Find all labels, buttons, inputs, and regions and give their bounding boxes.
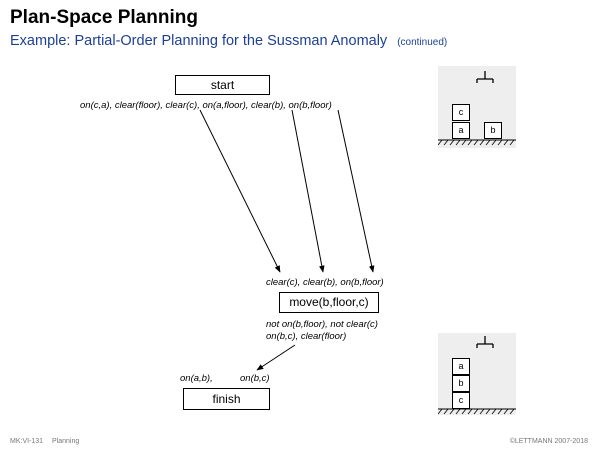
footer-topic: Planning [52, 438, 80, 445]
initial-state-scene [438, 71, 516, 146]
link-on-b-floor [337, 109, 375, 273]
goal-state-scene [438, 336, 516, 415]
move-step: move(b,floor,c) [279, 292, 379, 313]
gripper-icon [476, 71, 494, 83]
finish-precondition-on-b-c: on(b,c) [240, 373, 270, 384]
block-c-initial: c [452, 104, 470, 121]
link-clear-c [199, 109, 281, 273]
floor-hatch [438, 139, 515, 146]
gripper-icon [476, 336, 494, 348]
start-step-label: start [210, 78, 235, 92]
finish-step: finish [183, 388, 270, 410]
goal-state-panel: a b c [438, 333, 516, 415]
move-preconditions: clear(c), clear(b), on(b,floor) [266, 277, 384, 288]
link-clear-b [291, 109, 325, 273]
start-effects: on(c,a), clear(floor), clear(c), on(a,fl… [80, 100, 332, 111]
block-c-goal: c [452, 392, 470, 409]
finish-precondition-on-a-b: on(a,b), [180, 373, 213, 384]
block-a-goal: a [452, 358, 470, 375]
subtitle-text: Example: Partial-Order Planning for the … [10, 33, 388, 49]
block-b-goal: b [452, 375, 470, 392]
slide-subtitle: Example: Partial-Order Planning for the … [10, 33, 447, 49]
slide-title: Plan-Space Planning [10, 7, 198, 28]
block-a-initial: a [452, 122, 470, 139]
move-effects-2: on(b,c), clear(floor) [266, 331, 347, 342]
move-effects-1: not on(b,floor), not clear(c) [266, 319, 378, 330]
link-on-b-c [256, 344, 296, 371]
finish-step-label: finish [212, 392, 241, 406]
block-b-initial: b [484, 122, 502, 139]
subtitle-note: (continued) [397, 37, 448, 48]
floor-hatch [438, 408, 515, 415]
footer-copyright: ©LETTMANN 2007-2018 [509, 438, 588, 445]
start-step: start [175, 75, 270, 95]
footer-course: MK:VI-131 [10, 438, 44, 445]
initial-state-panel: c a b [438, 66, 516, 148]
move-step-label: move(b,floor,c) [289, 295, 369, 309]
